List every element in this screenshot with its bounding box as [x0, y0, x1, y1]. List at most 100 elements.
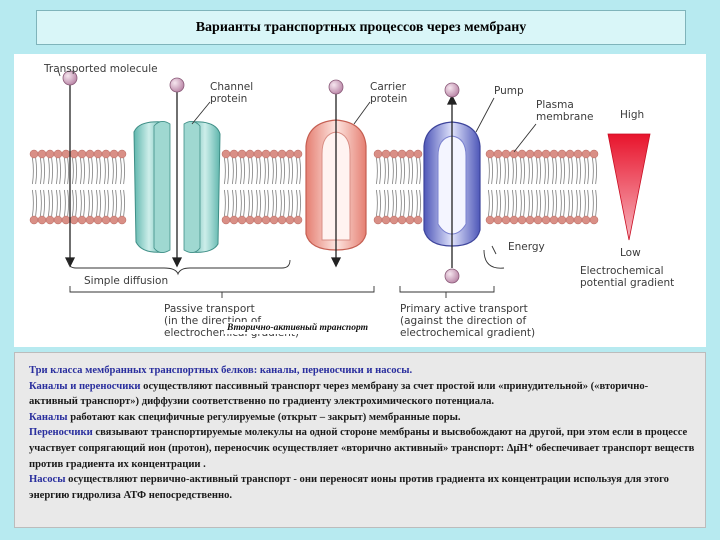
paragraph-lead: Насосы	[29, 474, 66, 486]
lipid-tail	[239, 157, 242, 185]
lipid-tail	[267, 157, 270, 185]
lipid-tail	[579, 189, 582, 217]
lipid-tail	[391, 189, 394, 217]
lipid-tail	[259, 157, 262, 185]
lipid-head	[389, 215, 399, 225]
lipid-tail	[515, 157, 518, 185]
label-plasma-2: membrane	[536, 111, 593, 123]
label-transported-molecule: Transported molecule	[43, 63, 158, 75]
molecule-carrier	[328, 79, 344, 95]
lipid-head	[565, 149, 575, 159]
lipid-tail	[391, 157, 394, 185]
lipid-tail	[63, 157, 66, 185]
lipid-tail	[223, 189, 226, 217]
paragraph-pumps: Насосы осуществляют первично-активный тр…	[29, 472, 695, 503]
lipid-head	[541, 215, 551, 225]
description-box: Три класса мембранных транспортных белко…	[14, 352, 706, 528]
lipid-tail	[279, 189, 282, 217]
lipid-head	[285, 215, 295, 225]
lipid-tail	[567, 189, 570, 217]
lipid-head	[37, 215, 47, 225]
lipid-head	[85, 149, 95, 159]
lipid-tail	[119, 189, 122, 217]
label-low: Low	[620, 247, 641, 259]
lipid-tail	[583, 189, 586, 217]
paragraph-text: работают как специфичные регулируемые (о…	[67, 411, 461, 423]
lipid-head	[557, 215, 567, 225]
lipid-tail	[487, 189, 490, 217]
lipid-head	[269, 215, 279, 225]
lipid-tail	[587, 189, 590, 217]
lipid-tail	[519, 157, 522, 185]
label-pointers	[57, 69, 537, 269]
lipid-head	[549, 215, 559, 225]
lipid-tail	[575, 189, 578, 217]
lipid-tail	[547, 157, 550, 185]
lipid-head	[269, 149, 279, 159]
lipid-tail	[283, 189, 286, 217]
lipid-head	[413, 149, 423, 159]
lipid-tail	[383, 189, 386, 217]
lipid-head	[589, 215, 599, 225]
lipid-tail	[275, 157, 278, 185]
lipid-tail	[559, 157, 562, 185]
lipid-head	[493, 149, 503, 159]
lipid-tail	[407, 157, 410, 185]
lipid-tail	[495, 189, 498, 217]
lipid-tail	[495, 157, 498, 185]
lipid-head	[389, 149, 399, 159]
lipid-head	[565, 215, 575, 225]
lipid-head	[397, 149, 407, 159]
lipid-tail	[507, 157, 510, 185]
lipid-tail	[263, 189, 266, 217]
lipid-tail	[239, 189, 242, 217]
lipid-tail	[559, 189, 562, 217]
lipid-head	[517, 215, 527, 225]
lipid-head	[109, 149, 119, 159]
lipid-tail	[379, 157, 382, 185]
lipid-tail	[59, 157, 62, 185]
lipid-tail	[103, 157, 106, 185]
lipid-tail	[551, 189, 554, 217]
lipid-tail	[591, 157, 594, 185]
lipid-tail	[95, 189, 98, 217]
lipid-head	[221, 149, 231, 159]
lipid-tail	[415, 189, 418, 217]
lipid-head	[381, 149, 391, 159]
lipid-tail	[291, 157, 294, 185]
lipid-tail	[39, 189, 42, 217]
lipid-tail	[563, 157, 566, 185]
label-carrier-2: protein	[370, 93, 407, 105]
slide-title: Варианты транспортных процессов через ме…	[36, 10, 686, 45]
lipid-tail	[123, 157, 126, 185]
lipid-tail	[487, 157, 490, 185]
lipid-tail	[75, 157, 78, 185]
paragraph-text: связывают транспортируемые молекулы на о…	[29, 427, 695, 470]
lipid-tail	[575, 157, 578, 185]
lipid-head	[229, 149, 239, 159]
lipid-tail	[415, 157, 418, 185]
lipid-head	[45, 149, 55, 159]
lipid-tail	[243, 189, 246, 217]
membrane-transport-figure: Transported molecule Channel protein Car…	[14, 54, 706, 347]
lipid-head	[485, 215, 495, 225]
lipid-tail	[271, 157, 274, 185]
lipid-tail	[291, 189, 294, 217]
lipid-tail	[267, 189, 270, 217]
lipid-head	[93, 215, 103, 225]
lipid-tail	[527, 157, 530, 185]
lipid-tail	[75, 189, 78, 217]
lipid-head	[573, 215, 583, 225]
membrane-diagram: Transported molecule Channel protein Car…	[29, 63, 674, 339]
transported-molecules	[62, 70, 460, 284]
lipid-tail	[255, 157, 258, 185]
lipid-tail	[299, 189, 302, 217]
lipid-tail	[263, 157, 266, 185]
lipid-tail	[47, 189, 50, 217]
molecule-pump-bottom	[444, 268, 460, 284]
lipid-head	[581, 215, 591, 225]
lipid-head	[109, 215, 119, 225]
lipid-tail	[523, 157, 526, 185]
label-high: High	[620, 109, 644, 121]
lipid-tail	[587, 157, 590, 185]
